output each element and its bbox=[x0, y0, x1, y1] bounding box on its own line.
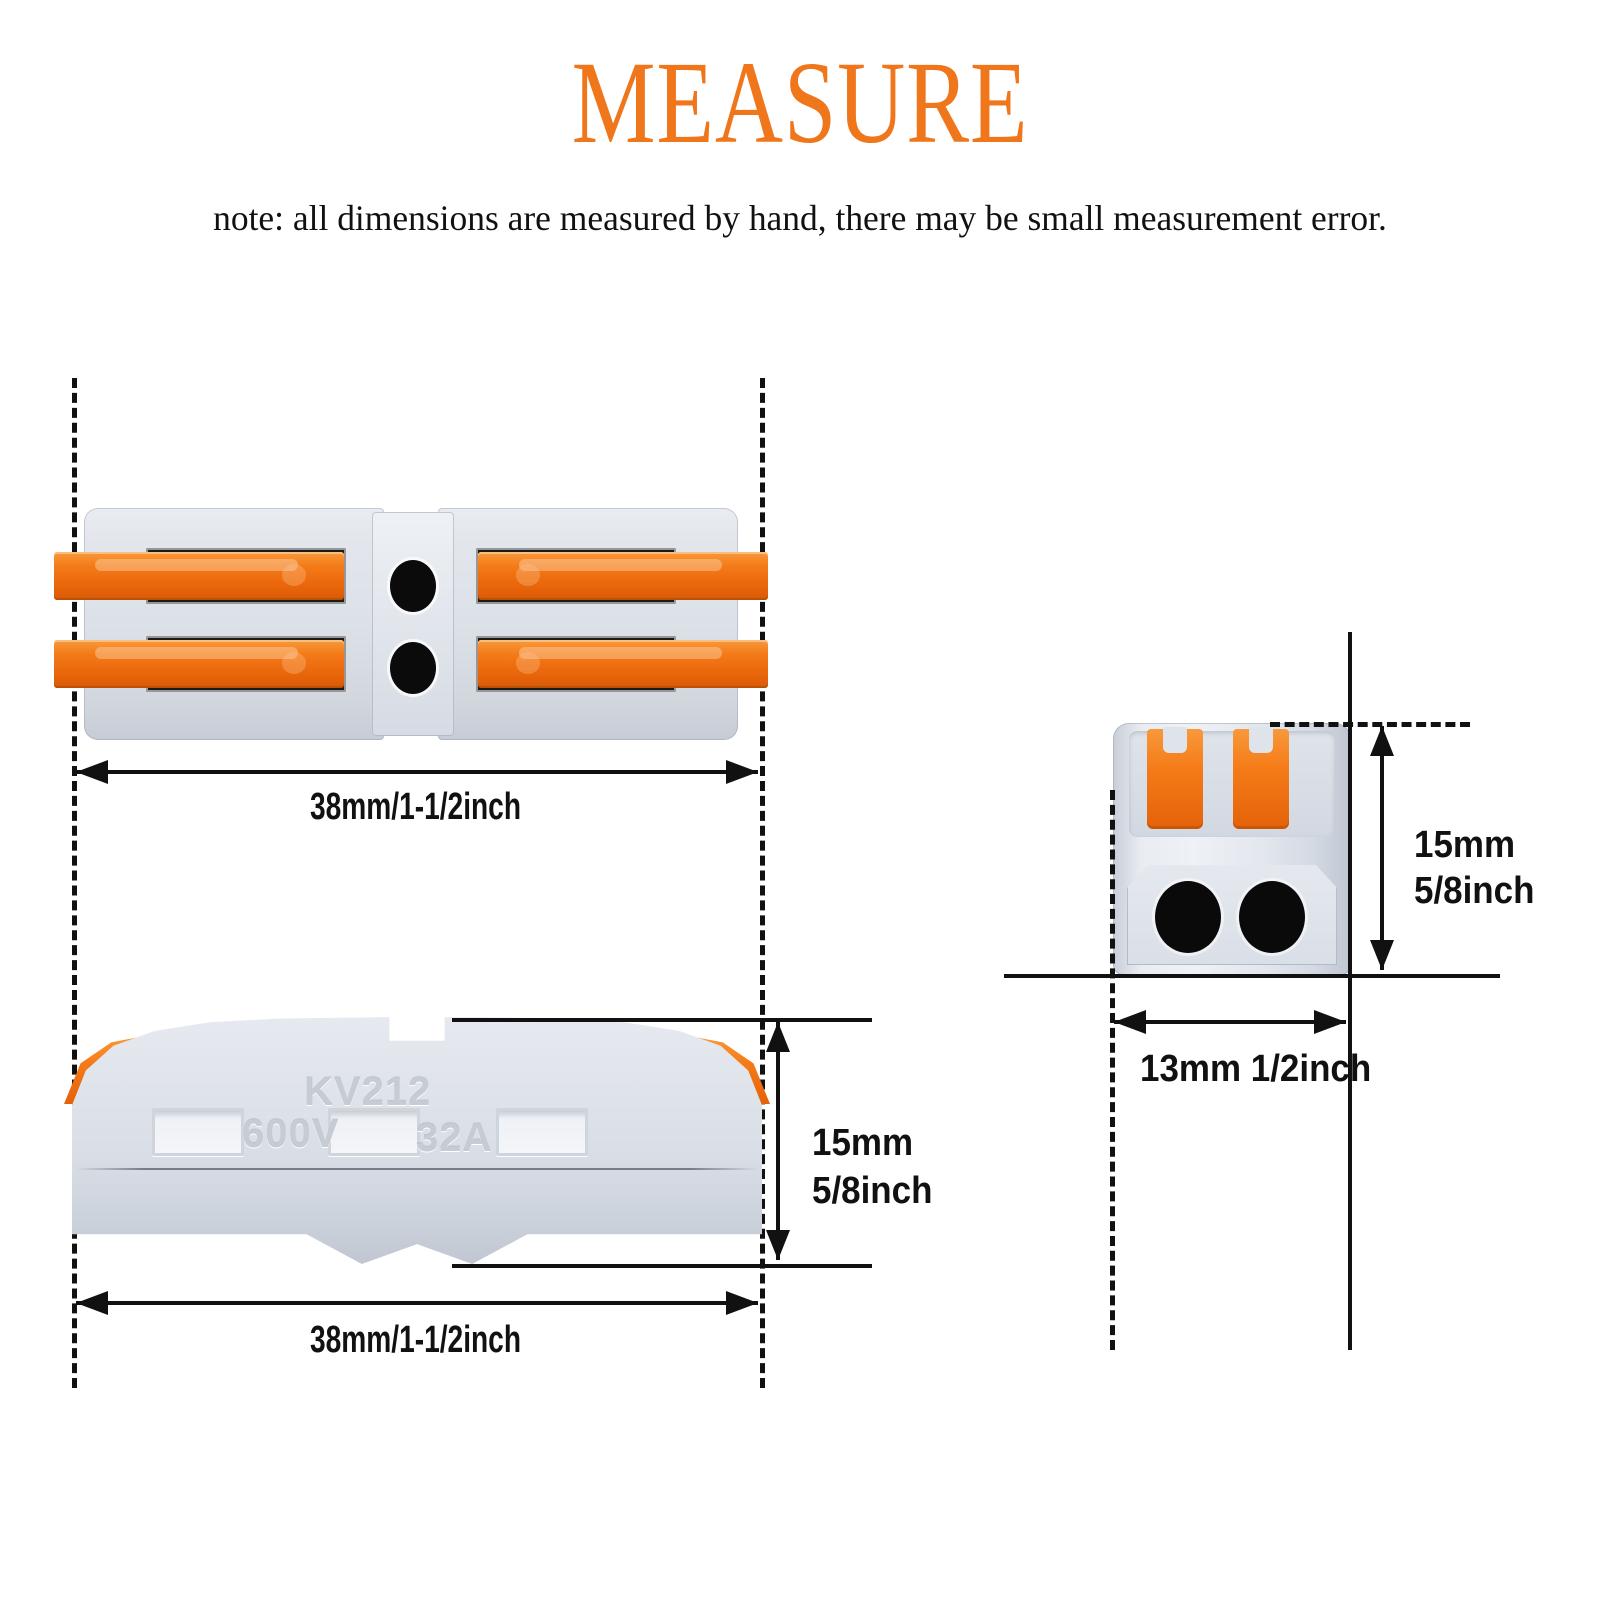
wire-hole bbox=[390, 560, 436, 612]
dimension-label-end-height-mm: 15mm bbox=[1414, 824, 1516, 866]
end-view bbox=[1113, 723, 1351, 975]
lever-orange bbox=[478, 640, 768, 688]
measurement-note: note: all dimensions are measured by han… bbox=[213, 198, 1387, 238]
dimension-label-side-width: 38mm/1-1/2inch bbox=[310, 1319, 522, 1361]
side-view-window bbox=[328, 1108, 420, 1156]
lever-orange bbox=[1233, 727, 1289, 829]
marking-model: KV212 bbox=[304, 1070, 432, 1114]
side-view-seam bbox=[76, 1168, 758, 1170]
datum-line-right bbox=[760, 378, 765, 1388]
datum-line-end-left bbox=[1110, 790, 1115, 1350]
side-view-window bbox=[496, 1108, 588, 1156]
lever-orange bbox=[478, 552, 768, 600]
dimension-label-top-width: 38mm/1-1/2inch bbox=[310, 786, 522, 828]
witness-line-side-bottom bbox=[452, 1264, 872, 1268]
page-title: MEASURE bbox=[571, 37, 1029, 168]
top-view-body-right bbox=[438, 508, 738, 740]
marking-voltage: 600V bbox=[242, 1112, 340, 1156]
marking-current: 32A bbox=[416, 1116, 493, 1160]
datum-line-end-bottom bbox=[1004, 974, 1500, 978]
lever-orange bbox=[54, 552, 344, 600]
lever-orange bbox=[1147, 727, 1203, 829]
wire-hole bbox=[390, 642, 436, 694]
wire-hole bbox=[1155, 881, 1221, 953]
top-view-center-block bbox=[372, 512, 454, 736]
top-view bbox=[54, 508, 768, 740]
datum-line-end-right bbox=[1348, 632, 1352, 1350]
lever-orange bbox=[54, 640, 344, 688]
dimension-label-side-height-inch: 5/8inch bbox=[812, 1170, 933, 1212]
wire-hole bbox=[1239, 881, 1305, 953]
dimension-label-end-height-inch: 5/8inch bbox=[1414, 870, 1535, 912]
witness-line-side-top bbox=[452, 1018, 872, 1022]
side-view-window bbox=[152, 1108, 244, 1156]
dimension-label-side-height-mm: 15mm bbox=[812, 1122, 914, 1164]
datum-line-end-top bbox=[1270, 722, 1470, 727]
dimension-label-end-width: 13mm 1/2inch bbox=[1140, 1048, 1372, 1090]
datum-line-left bbox=[72, 378, 77, 1388]
side-view: KV212 600V 32A bbox=[64, 1016, 770, 1264]
top-view-body-left bbox=[84, 508, 384, 740]
